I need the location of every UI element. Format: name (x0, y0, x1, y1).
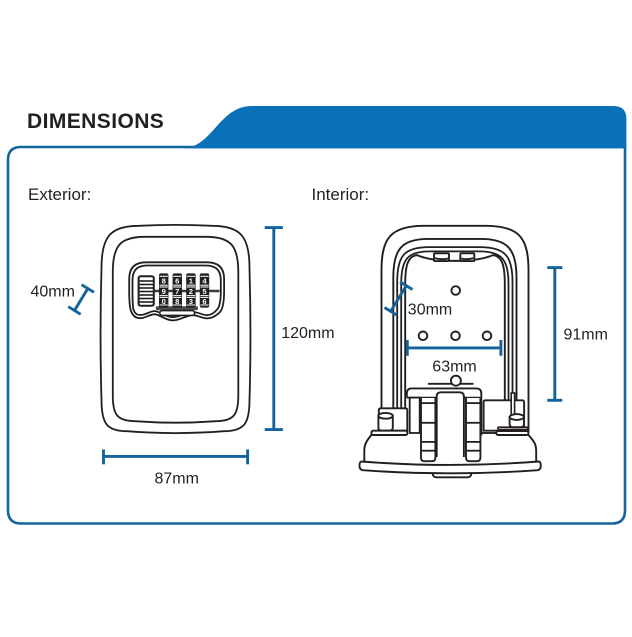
svg-text:2: 2 (189, 287, 193, 296)
svg-text:5: 5 (202, 287, 207, 296)
svg-text:1: 1 (189, 277, 194, 286)
svg-text:4: 4 (202, 277, 207, 286)
svg-text:30mm: 30mm (408, 301, 452, 318)
svg-text:6: 6 (202, 297, 206, 306)
svg-text:DIMENSIONS: DIMENSIONS (27, 110, 164, 133)
svg-text:Exterior:: Exterior: (28, 185, 91, 204)
svg-text:91mm: 91mm (564, 327, 608, 344)
svg-text:63mm: 63mm (432, 358, 476, 375)
svg-text:40mm: 40mm (31, 284, 75, 301)
svg-text:120mm: 120mm (281, 325, 334, 342)
svg-text:6: 6 (175, 277, 179, 286)
svg-text:Interior:: Interior: (312, 185, 370, 204)
svg-text:8: 8 (175, 297, 179, 306)
svg-text:8: 8 (162, 277, 166, 286)
svg-text:7: 7 (175, 287, 179, 296)
svg-text:3: 3 (189, 297, 193, 306)
svg-text:0: 0 (162, 297, 166, 306)
svg-text:9: 9 (162, 287, 166, 296)
svg-text:87mm: 87mm (155, 470, 199, 487)
